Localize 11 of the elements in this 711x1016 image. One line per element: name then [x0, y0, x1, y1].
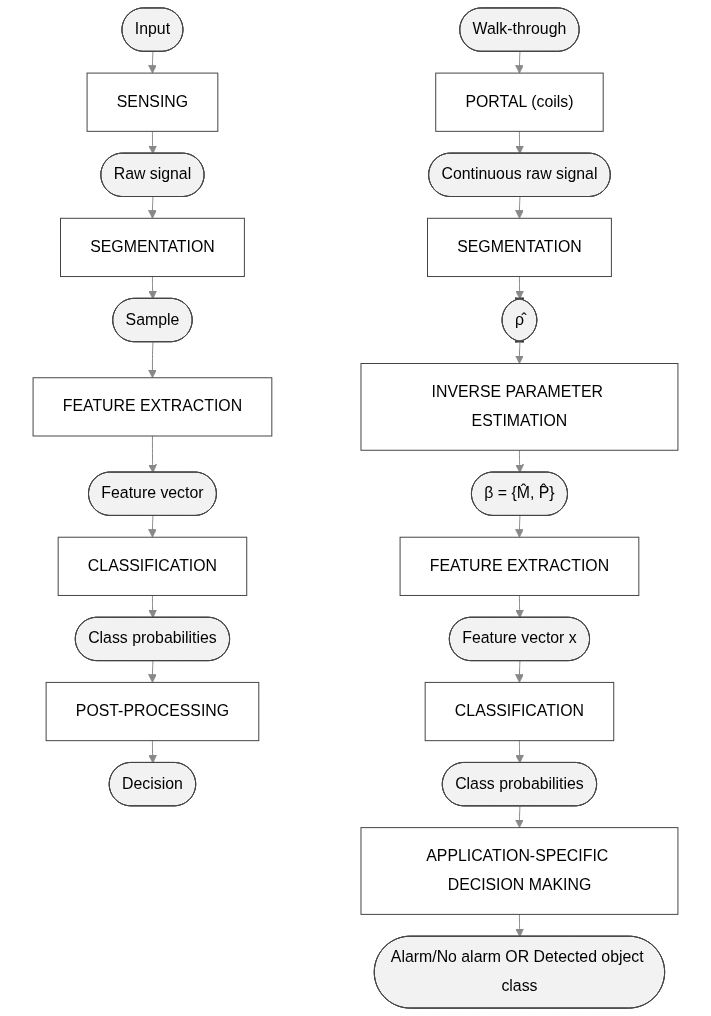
- node-box: PORTAL (coils): [435, 72, 604, 132]
- node-box: FEATURE EXTRACTION: [32, 377, 273, 437]
- node-box: APPLICATION-SPECIFIC DECISION MAKING: [360, 827, 679, 915]
- node-box: SEGMENTATION: [427, 217, 612, 278]
- node-box: CLASSIFICATION: [424, 681, 615, 742]
- node-box: INVERSE PARAMETER ESTIMATION: [360, 363, 679, 451]
- node-box: CLASSIFICATION: [57, 536, 248, 596]
- node-box: SEGMENTATION: [60, 217, 245, 278]
- node-box: SENSING: [86, 72, 219, 132]
- node-box: FEATURE EXTRACTION: [399, 536, 640, 596]
- node-box: POST-PROCESSING: [45, 681, 260, 742]
